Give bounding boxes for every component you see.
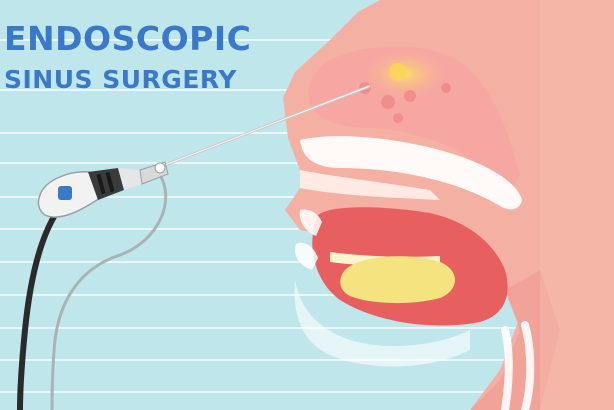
right-tint [540,0,614,410]
sinus-cell [404,90,416,102]
sinus-cell [381,95,395,109]
sinus-spot [389,63,407,81]
title-line-1: ENDOSCOPIC [4,22,251,55]
title-line-2: SINUS SURGERY [4,67,251,92]
sinus-cell [441,83,451,93]
title: ENDOSCOPIC SINUS SURGERY [4,22,251,92]
tongue [340,256,455,303]
sinus-cell [393,113,403,123]
camera-logo [58,186,72,200]
